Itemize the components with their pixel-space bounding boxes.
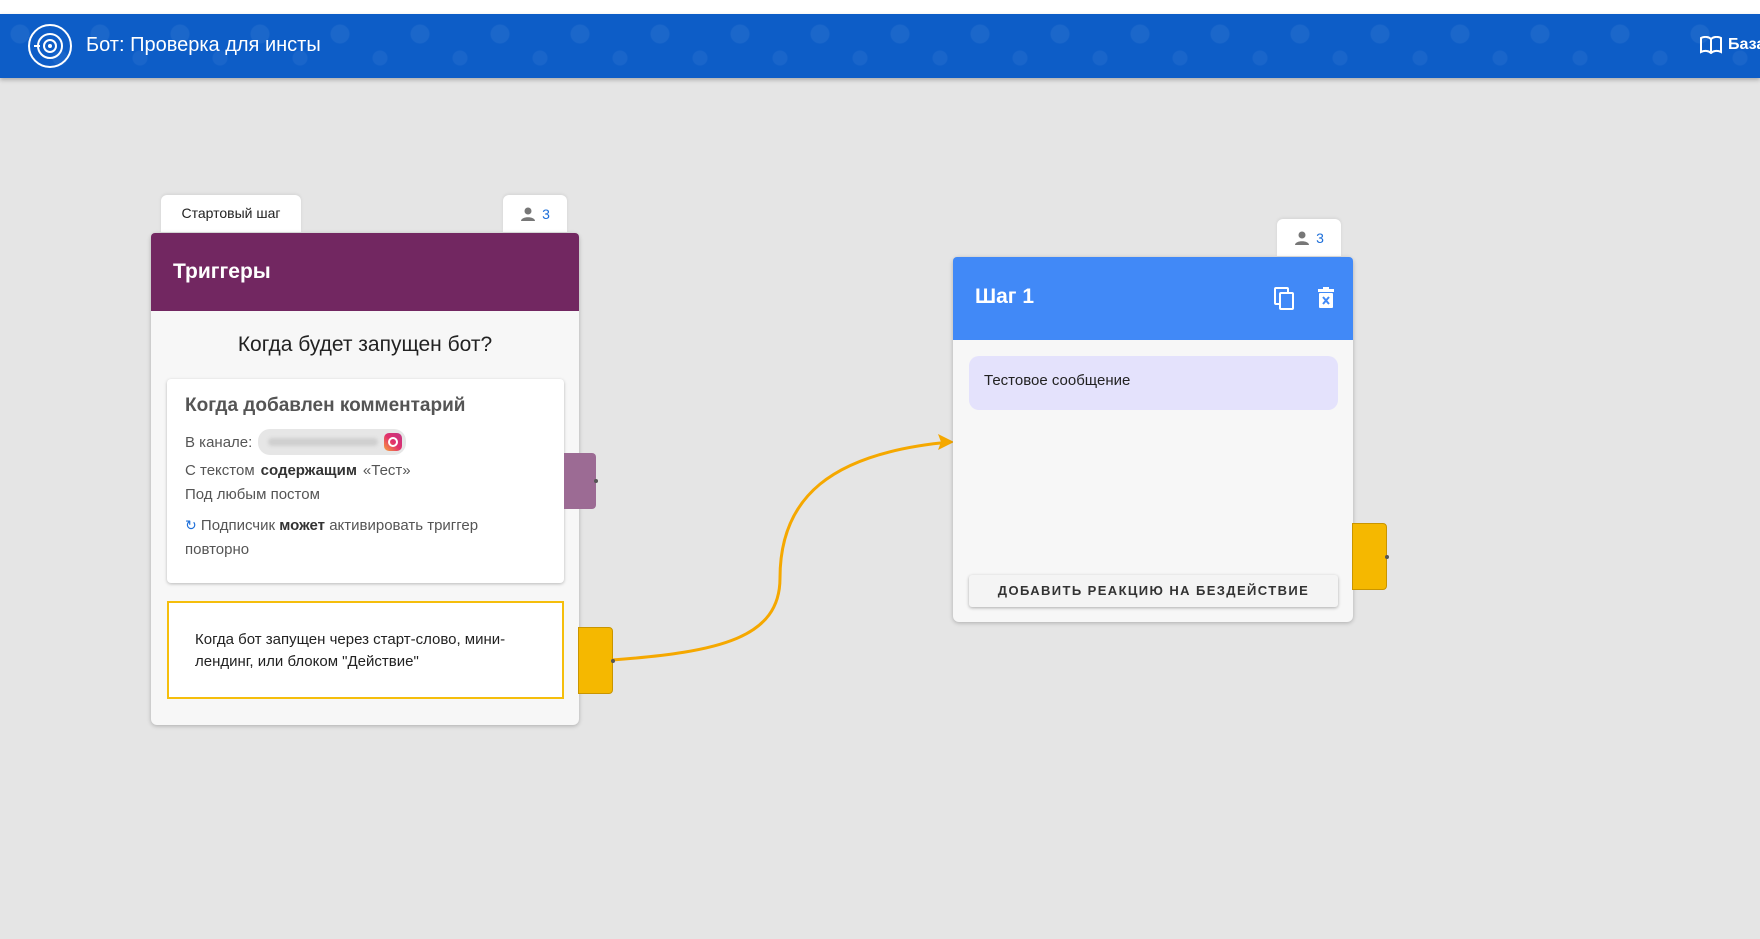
- top-bar: Бот: Проверка для инсты База: [0, 14, 1760, 78]
- knowledge-base-link[interactable]: База: [1700, 36, 1760, 54]
- comment-trigger-title: Когда добавлен комментарий: [185, 395, 466, 416]
- refresh-icon: ↻: [185, 517, 197, 533]
- channel-label: В канале:: [185, 433, 253, 451]
- channel-name-blurred: [268, 438, 379, 446]
- tab-start-step[interactable]: Стартовый шаг: [161, 195, 301, 232]
- port-dot: [594, 479, 598, 483]
- text-value: «Тест»: [362, 462, 411, 479]
- post-label: Под любым постом: [185, 486, 320, 503]
- message-bubble[interactable]: Тестовое сообщение: [969, 356, 1338, 410]
- post-condition-line: Под любым постом: [185, 486, 546, 503]
- channel-line: В канале:: [185, 429, 546, 455]
- user-icon: [521, 207, 536, 221]
- step-card[interactable]: Шаг 1 Тестовое сообщение ДОБАВИТЬ РЕАКЦИ…: [953, 257, 1353, 622]
- trigger-card-header: Триггеры: [151, 233, 579, 311]
- browser-strip: [0, 0, 1760, 15]
- step-card-title: Шаг 1: [975, 285, 1035, 308]
- message-text: Тестовое сообщение: [984, 372, 1131, 389]
- user-icon: [1295, 231, 1310, 245]
- port-dot: [1385, 555, 1389, 559]
- resub-suffix: активировать триггер повторно: [185, 517, 479, 558]
- book-icon: [1700, 36, 1722, 54]
- step-users-count: 3: [1316, 229, 1324, 246]
- step-card-header: Шаг 1: [953, 257, 1353, 340]
- knowledge-base-label: База: [1728, 36, 1760, 53]
- start-users-badge[interactable]: 3: [503, 195, 567, 232]
- comment-trigger-port[interactable]: [564, 453, 598, 509]
- port-dot: [611, 659, 615, 663]
- instagram-icon: [384, 433, 403, 451]
- channel-chip[interactable]: [258, 429, 407, 455]
- bot-title: Бот: Проверка для инсты: [86, 34, 321, 56]
- target-logo-icon[interactable]: [28, 24, 72, 68]
- trigger-question: Когда будет запущен бот?: [237, 333, 493, 356]
- start-trigger-text: Когда бот запущен через старт-слово, мин…: [195, 631, 506, 670]
- start-trigger-port[interactable]: [578, 627, 615, 694]
- trigger-card-title: Триггеры: [173, 260, 271, 283]
- resub-mode: может: [279, 517, 326, 534]
- text-mode: содержащим: [260, 462, 357, 479]
- resubscribe-line: ↻ Подписчик может активировать триггер п…: [185, 513, 546, 562]
- trigger-card[interactable]: Триггеры Когда будет запущен бот? Когда …: [151, 233, 579, 725]
- copy-icon[interactable]: [1274, 287, 1296, 311]
- start-users-count: 3: [542, 205, 550, 222]
- comment-trigger[interactable]: Когда добавлен комментарий В канале: С т…: [167, 379, 564, 583]
- start-trigger-box[interactable]: Когда бот запущен через старт-слово, мин…: [167, 601, 564, 699]
- step-users-badge[interactable]: 3: [1277, 219, 1341, 256]
- add-no-action-reaction-button[interactable]: ДОБАВИТЬ РЕАКЦИЮ НА БЕЗДЕЙСТВИЕ: [969, 575, 1338, 607]
- delete-icon[interactable]: [1317, 287, 1335, 309]
- text-condition-line: С текстом содержащим «Тест»: [185, 462, 546, 479]
- start-step-label: Стартовый шаг: [181, 205, 281, 221]
- arrow-head-icon: [938, 434, 954, 450]
- resub-prefix: Подписчик: [200, 517, 276, 534]
- flow-canvas[interactable]: Стартовый шаг 3 Триггеры Когда будет зап…: [0, 78, 1760, 939]
- text-prefix: С текстом: [185, 462, 255, 479]
- step-output-port[interactable]: [1352, 523, 1389, 590]
